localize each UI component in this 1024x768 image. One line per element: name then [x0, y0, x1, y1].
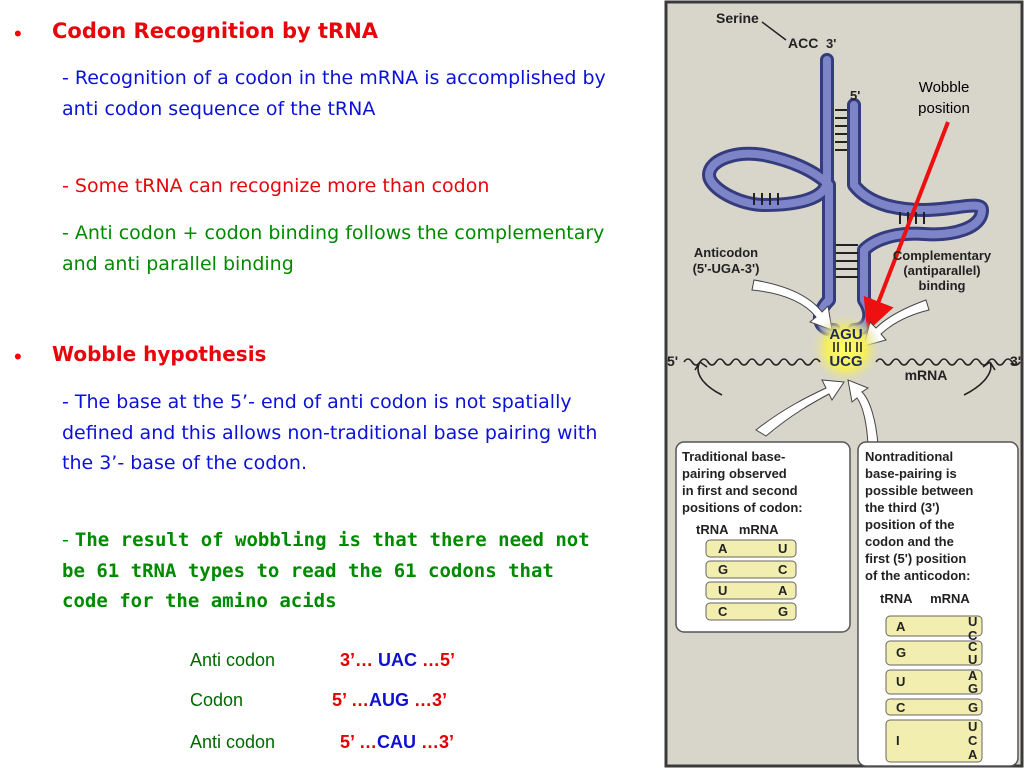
bullet-1: •	[14, 21, 22, 46]
bullet-2: •	[14, 344, 22, 369]
anticodon-bases: AGU	[829, 326, 862, 343]
svg-text:C: C	[896, 700, 906, 715]
nontraditional-line: the third (3')	[865, 500, 940, 515]
wobble-label-line1: Wobble	[919, 79, 970, 96]
codon-bonds	[833, 342, 862, 352]
heading-codon-recognition: Codon Recognition by tRNA	[52, 19, 379, 43]
svg-text:U: U	[778, 541, 787, 556]
anticodon-label: Anticodon	[694, 245, 758, 260]
wobble-result-bold: The result of wobbling is that there nee…	[62, 529, 590, 612]
sequence-label: Codon	[190, 690, 244, 710]
sequence-label: Anti codon	[190, 732, 276, 752]
three-prime-label: 3'	[826, 36, 836, 51]
serine-label: Serine	[716, 10, 759, 26]
wobble-label-line2: position	[918, 100, 970, 117]
box-arrows	[755, 379, 879, 446]
paragraph-wobble-result: - The result of wobbling is that there n…	[62, 525, 607, 617]
svg-text:U: U	[968, 719, 977, 734]
paragraph-antiparallel: - Anti codon + codon binding follows the…	[62, 222, 605, 275]
traditional-line: pairing observed	[682, 466, 787, 481]
trna-wobble-figure: Serine ACC 3' 5' Wobble position Anticod…	[664, 0, 1024, 768]
nontraditional-line: possible between	[865, 483, 973, 498]
svg-text:I: I	[896, 733, 900, 748]
svg-text:U: U	[896, 674, 905, 689]
nontraditional-line: base-pairing is	[865, 466, 957, 481]
traditional-text: Traditional base- pairing observed in fi…	[682, 449, 803, 537]
svg-text:G: G	[968, 700, 978, 715]
svg-text:G: G	[968, 681, 978, 696]
heading-wobble-hypothesis: Wobble hypothesis	[52, 342, 267, 366]
five-prime-label: 5'	[850, 88, 860, 103]
svg-text:A: A	[968, 668, 978, 683]
nontraditional-line: of the anticodon:	[865, 568, 970, 583]
mrna-three-prime: 3'	[1010, 353, 1021, 369]
nontraditional-pairs: A U C G C U U A G C G I U C A	[885, 614, 983, 763]
sequence-label: Anti codon	[190, 650, 276, 670]
nontraditional-line: codon and the	[865, 534, 954, 549]
complementary-label: Complementary	[893, 248, 992, 263]
svg-text:G: G	[778, 604, 788, 619]
svg-text:A: A	[968, 747, 978, 762]
traditional-line: in first and second	[682, 483, 798, 498]
codon-bases: UCG	[829, 353, 862, 370]
serine-pointer	[761, 21, 787, 41]
mrna-strand-right	[875, 358, 1021, 366]
nontraditional-header: tRNA mRNA	[880, 591, 970, 606]
mrna-label: mRNA	[905, 367, 948, 383]
svg-text:C: C	[778, 562, 788, 577]
svg-text:A: A	[718, 541, 728, 556]
nontraditional-text: Nontraditional base-pairing is possible …	[865, 449, 973, 606]
svg-text:C: C	[968, 639, 978, 654]
svg-text:U: U	[968, 614, 977, 629]
paragraph-recognition: - Recognition of a codon in the mRNA is …	[62, 67, 606, 120]
nontraditional-line: Nontraditional	[865, 449, 953, 464]
sequence-value: 5’ …CAU …3’	[340, 732, 455, 752]
svg-text:U: U	[718, 583, 727, 598]
antiparallel-label: (antiparallel)	[903, 263, 980, 278]
nontraditional-line: first (5') position	[865, 551, 966, 566]
sequence-value: 5’ …AUG …3’	[332, 690, 448, 710]
svg-text:C: C	[718, 604, 728, 619]
paragraph-wobble-base: - The base at the 5’- end of anti codon …	[62, 391, 598, 474]
svg-text:C: C	[968, 628, 978, 643]
mrna-five-prime: 5'	[667, 353, 678, 369]
wobble-arrow	[863, 121, 950, 332]
traditional-line: Traditional base-	[682, 449, 785, 464]
binding-label: binding	[919, 278, 966, 293]
svg-text:G: G	[718, 562, 728, 577]
traditional-header: tRNA mRNA	[696, 522, 779, 537]
svg-text:A: A	[778, 583, 788, 598]
svg-text:U: U	[968, 652, 977, 667]
traditional-pairs: A U G C U A C G	[705, 539, 797, 621]
svg-text:C: C	[968, 733, 978, 748]
mrna-direction-arrows	[694, 361, 996, 396]
paragraph-more-than-codon: - Some tRNA can recognize more than codo…	[62, 175, 490, 197]
anticodon-seq-label: (5'-UGA-3')	[693, 261, 760, 276]
dash: -	[62, 529, 75, 551]
stem-base-pairs	[753, 109, 925, 278]
svg-text:A: A	[896, 619, 906, 634]
mrna-strand-left	[683, 358, 821, 366]
nontraditional-line: position of the	[865, 517, 955, 532]
traditional-line: positions of codon:	[682, 500, 803, 515]
svg-text:G: G	[896, 645, 906, 660]
acc-label: ACC	[788, 35, 818, 51]
sequence-value: 3’… UAC …5’	[340, 650, 456, 670]
